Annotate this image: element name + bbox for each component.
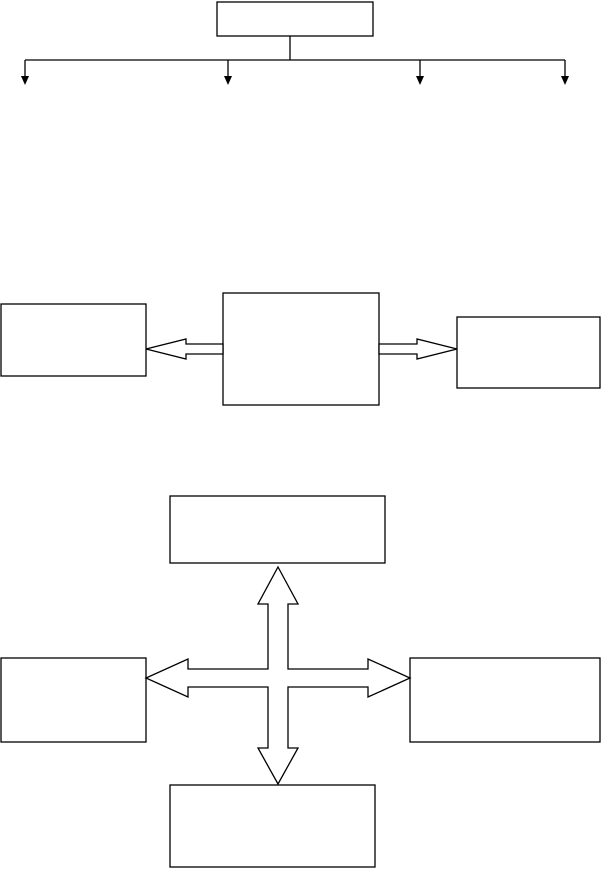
hierarchy-section [21,1,569,85]
root-box [216,1,374,37]
branch-arrow-1 [21,60,29,85]
cross-section [0,495,601,868]
arrowhead-down-icon [21,76,29,85]
arrowhead-down-icon [416,76,424,85]
top-box [169,495,386,564]
arrowhead-down-icon [224,76,232,85]
branch-arrow-2 [224,60,232,85]
bidirectional-section [0,292,601,406]
cross-left-box [0,657,147,743]
cross-right-box [409,657,601,743]
center-box [222,292,380,406]
hollow-arrow-left-icon [145,338,224,360]
bottom-box [169,784,376,868]
hollow-arrow-right-icon [378,338,458,360]
four-way-arrow-icon [144,565,412,786]
left-box [0,303,147,377]
branch-arrow-4 [561,60,569,85]
right-box [456,316,601,389]
arrowhead-down-icon [561,76,569,85]
branch-arrow-3 [416,60,424,85]
